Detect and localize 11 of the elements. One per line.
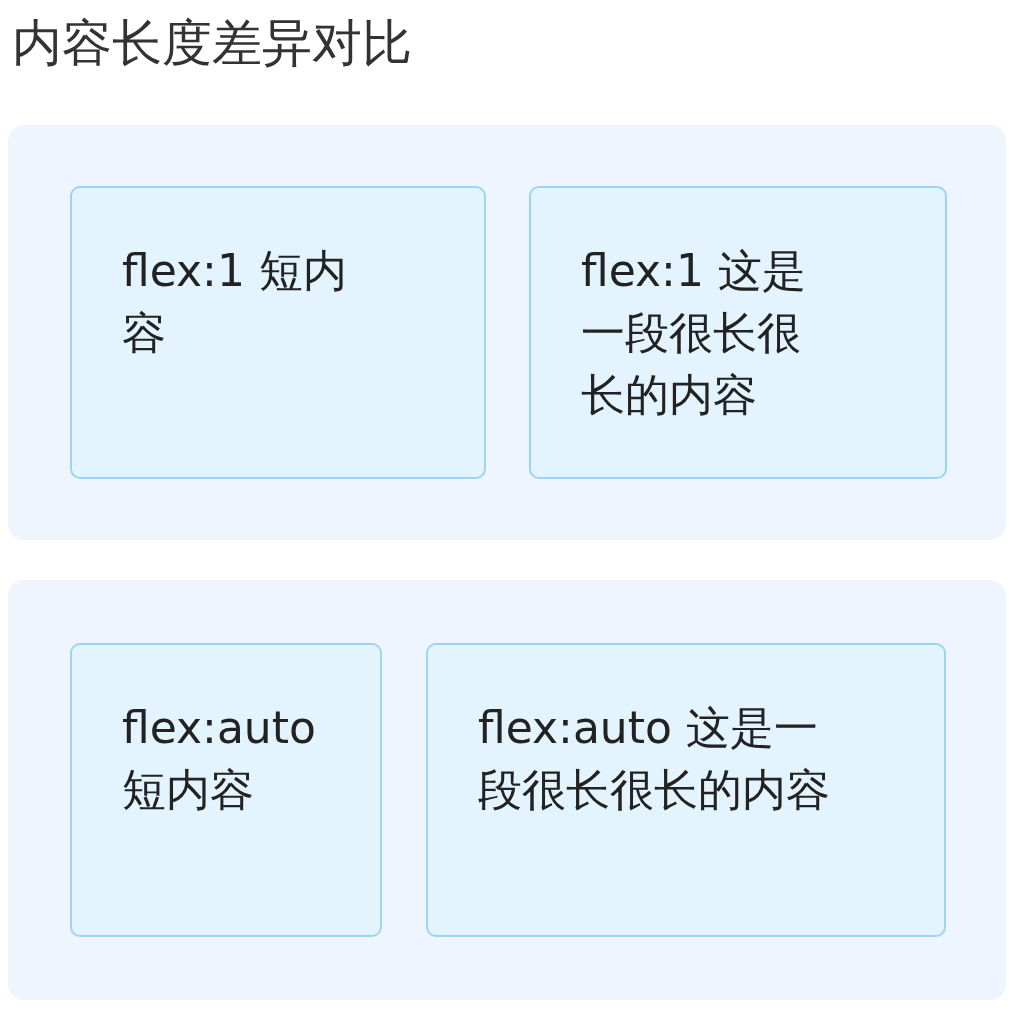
card-text: flex:1 这是一段很长很长的内容	[581, 244, 807, 422]
heading: 内容长度差异对比	[12, 13, 412, 74]
flex-item-card	[70, 643, 382, 937]
flex-item-card	[426, 643, 946, 937]
flex-container-panel	[8, 125, 1006, 540]
flex-item-card	[70, 186, 486, 479]
card-text: flex:auto 这是一段很长很长的内容	[478, 701, 831, 817]
flex-item-card	[529, 186, 947, 479]
flex-container-panel	[8, 580, 1006, 1000]
card-text: flex:auto 短内容	[122, 701, 317, 817]
card-text: flex:1 短内容	[122, 244, 348, 360]
